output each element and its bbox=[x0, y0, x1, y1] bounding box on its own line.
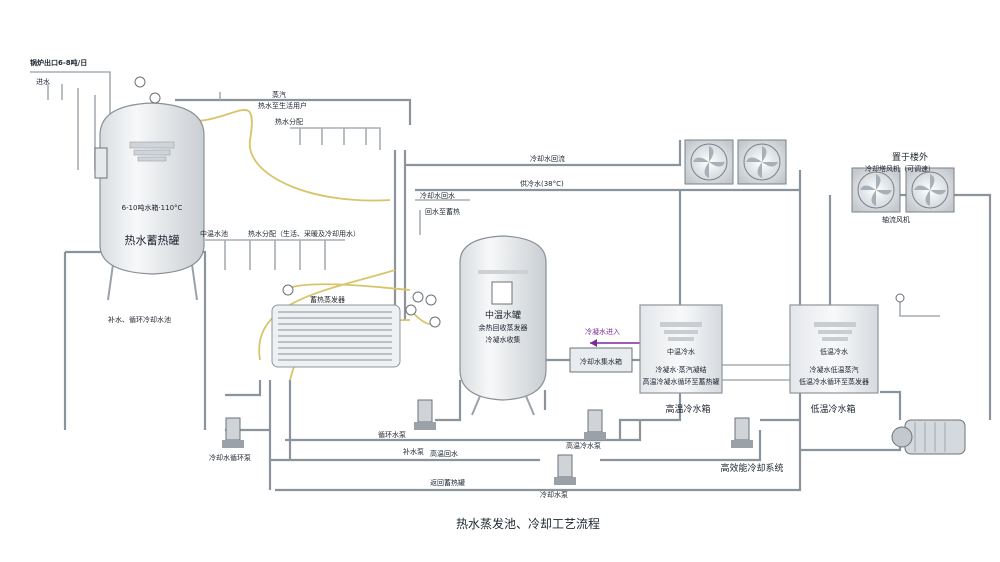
fan-icon bbox=[684, 139, 734, 185]
fan-icon bbox=[737, 139, 787, 185]
gauge-icon bbox=[429, 316, 441, 328]
heat-exchanger-coil bbox=[271, 304, 401, 368]
branch-line-label: 热水分配（生活、采暖及冷却用水） bbox=[248, 229, 360, 238]
fans-outdoor-label: 置于楼外 bbox=[892, 151, 928, 163]
small-box-label: 冷却水集水箱 bbox=[580, 357, 622, 366]
pump-icon bbox=[222, 417, 244, 448]
fan-icon bbox=[905, 167, 955, 213]
fan-icon bbox=[851, 167, 901, 213]
condenser-b-note1: 冷凝水低温蒸汽 bbox=[810, 365, 859, 374]
gauge-icon bbox=[412, 291, 424, 303]
inlet-label: 锅炉出口6-8吨/日 bbox=[29, 58, 87, 67]
condenser-b-label: 低温冷水箱 bbox=[810, 403, 855, 415]
pump-icon bbox=[584, 409, 606, 440]
inlet-small-label: 进水 bbox=[36, 77, 50, 86]
pump-label-a: 循环水泵 bbox=[378, 430, 406, 439]
pump-icon bbox=[554, 454, 576, 485]
return-line-label: 冷却水回水 bbox=[420, 191, 455, 200]
condenser-a-name: 中温冷水 bbox=[667, 347, 695, 356]
gauge-icon bbox=[282, 284, 294, 296]
center-tank-sub2: 冷凝水收集 bbox=[486, 335, 521, 344]
top-pipe-label: 蒸汽 bbox=[272, 90, 286, 99]
ret2-label: 回水至蓄热 bbox=[425, 207, 460, 216]
buffer-tank-label: 蓄热蒸发器 bbox=[310, 295, 345, 304]
motor-pump-icon bbox=[891, 419, 966, 455]
control-panel-icon bbox=[491, 281, 513, 305]
condenser-low: 低温冷水 冷凝水低温蒸汽 低温冷水循环至蒸发器 bbox=[789, 304, 879, 394]
left-note-label: 补水、循环冷却水池 bbox=[108, 315, 171, 324]
center-tank: 中温水罐 余热回收蒸发器 冷凝水收集 bbox=[459, 235, 547, 416]
level-gauge-icon bbox=[94, 147, 108, 179]
pump-icon bbox=[414, 399, 436, 430]
fans-sub-label: 轴流风机 bbox=[882, 215, 910, 224]
pump-bottom-label: 冷却水循环泵 bbox=[209, 453, 251, 462]
gauge-icon bbox=[425, 294, 437, 306]
pump-label-c: 冷却水泵 bbox=[540, 490, 568, 499]
feed-pump-label: 高温冷水泵 bbox=[566, 441, 601, 450]
hot-tank-spec: 6-10吨水箱·110°C bbox=[122, 203, 183, 212]
pressure-gauge-icon bbox=[134, 76, 146, 88]
condenser-b-note2: 低温冷水循环至蒸发器 bbox=[799, 377, 869, 386]
pump-icon bbox=[731, 417, 753, 448]
system-label: 高效能冷却系统 bbox=[720, 462, 783, 474]
bottom-return-label: 返回蓄热罐 bbox=[430, 478, 465, 487]
recycle-label: 高温回水 bbox=[430, 449, 458, 458]
valve-icon bbox=[895, 293, 905, 303]
supply-line-label: 供冷水(38°C) bbox=[520, 179, 564, 188]
hot-water-tank: 6-10吨水箱·110°C 热水蓄热罐 bbox=[99, 102, 205, 275]
condenser-a-note1: 冷凝水·蒸汽凝结 bbox=[655, 365, 706, 374]
middle-supply-label: 中温水池 bbox=[200, 229, 228, 238]
gauge-icon bbox=[405, 304, 417, 316]
to-user-label: 热水至生活用户 bbox=[258, 101, 307, 110]
pump-label-b: 补水泵 bbox=[403, 447, 424, 456]
cool-line-label: 冷却水回流 bbox=[530, 154, 565, 163]
flow-tag: 冷凝水进入 bbox=[585, 327, 620, 336]
diagram-caption: 热水蒸发池、冷却工艺流程 bbox=[456, 516, 600, 531]
condenser-high: 中温冷水 冷凝水·蒸汽凝结 高温冷凝水循环至蓄热罐 bbox=[639, 304, 723, 394]
fans-note-label: 冷却塔风机（可调速） bbox=[865, 164, 935, 173]
hot-branch-label: 热水分配 bbox=[275, 117, 303, 126]
condenser-a-label: 高温冷水箱 bbox=[665, 403, 710, 415]
center-tank-sub1: 余热回收蒸发器 bbox=[479, 323, 528, 332]
condenser-a-note2: 高温冷凝水循环至蓄热罐 bbox=[643, 377, 720, 386]
center-tank-name: 中温水罐 bbox=[485, 309, 521, 321]
thermometer-icon bbox=[149, 92, 161, 104]
small-collection-box bbox=[569, 347, 633, 373]
condenser-b-name: 低温冷水 bbox=[820, 347, 848, 356]
hot-tank-name: 热水蓄热罐 bbox=[125, 234, 180, 247]
